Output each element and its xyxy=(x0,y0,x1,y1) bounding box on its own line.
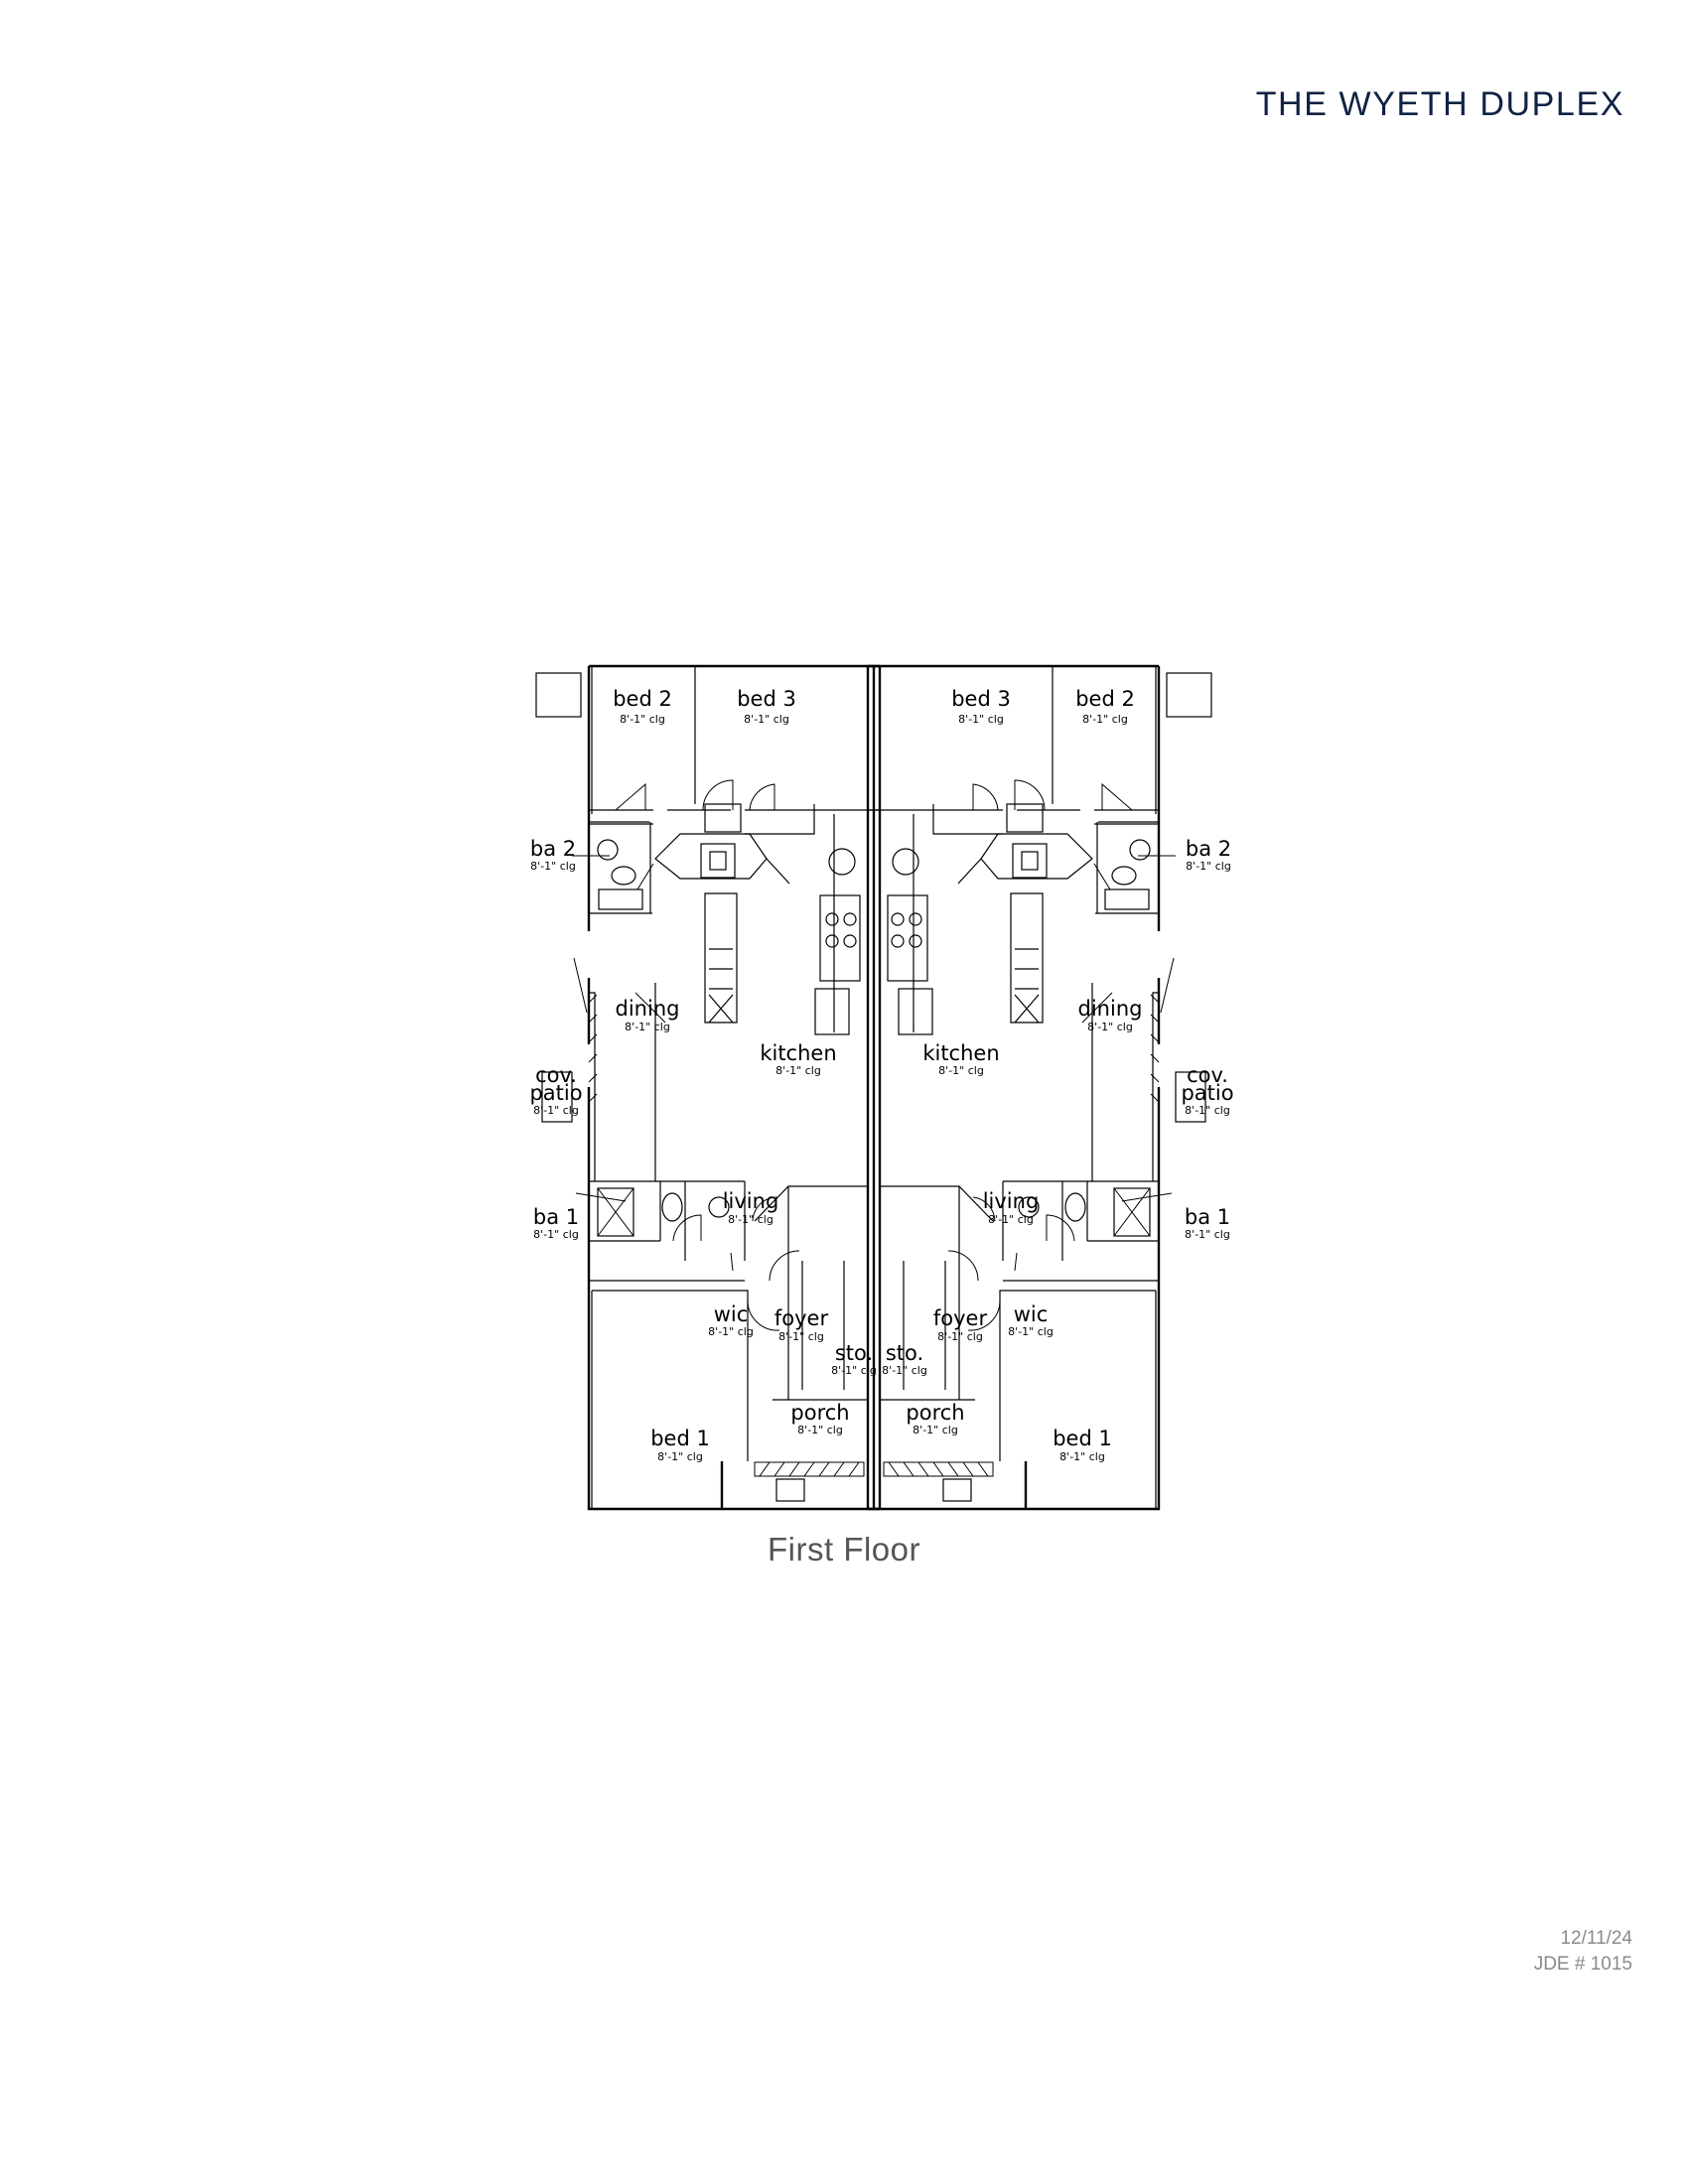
room-label-porch: porch xyxy=(790,1401,849,1425)
exterior-wall xyxy=(587,664,882,1511)
burner xyxy=(843,912,857,926)
footer-date: 12/11/24 xyxy=(1560,1928,1632,1949)
page-title: THE WYETH DUPLEX xyxy=(1255,85,1624,123)
footer-stamp: 12/11/24 JDE # 1015 xyxy=(1534,1926,1632,1978)
bathtub xyxy=(598,888,643,910)
room-label-ba-1: ba 1 xyxy=(1185,1205,1230,1229)
ceiling-note: 8'-1" clg xyxy=(882,1364,927,1377)
room-label-bed-3: bed 3 xyxy=(951,687,1011,711)
ceiling-note: 8'-1" clg xyxy=(1059,1450,1105,1463)
exterior-box xyxy=(541,1071,573,1123)
floor-plan: bed 2 8'-1" clg bed 3 8'-1" clg ba 2 8'-… xyxy=(506,645,1241,1519)
room-label-kitchen: kitchen xyxy=(760,1041,836,1065)
ceiling-note: 8'-1" clg xyxy=(530,860,576,873)
ceiling-note: 8'-1" clg xyxy=(831,1364,877,1377)
room-label-ba-1: ba 1 xyxy=(533,1205,579,1229)
room-label-cov: cov. xyxy=(535,1063,577,1087)
ceiling-note: 8'-1" clg xyxy=(988,1213,1034,1226)
plan-caption: First Floor xyxy=(768,1531,920,1568)
room-label-bed-2: bed 2 xyxy=(613,687,672,711)
range-burner xyxy=(828,848,856,876)
footer-job-number: JDE # 1015 xyxy=(1533,1954,1632,1975)
room-label-wic: wic xyxy=(714,1302,749,1326)
ceiling-note: 8'-1" clg xyxy=(1082,713,1128,726)
ceiling-note: 8'-1" clg xyxy=(1185,1228,1230,1241)
kitchen-cabinet xyxy=(704,892,738,1024)
ceiling-note: 8'-1" clg xyxy=(1185,1104,1230,1117)
foyer-wall xyxy=(754,1185,869,1401)
ceiling-note: 8'-1" clg xyxy=(775,1064,821,1077)
appliance xyxy=(704,803,742,833)
ceiling-note: 8'-1" clg xyxy=(625,1021,670,1033)
room-label-kitchen: kitchen xyxy=(922,1041,999,1065)
room-label-bed-2: bed 2 xyxy=(1075,687,1135,711)
burner xyxy=(843,934,857,948)
room-label-sto: sto. xyxy=(835,1341,873,1365)
room-label-dining: dining xyxy=(1078,997,1143,1021)
lavatory xyxy=(597,839,619,861)
ceiling-note: 8'-1" clg xyxy=(937,1330,983,1343)
shower xyxy=(597,1187,634,1237)
toilet xyxy=(611,866,636,886)
ceiling-note: 8'-1" clg xyxy=(778,1330,824,1343)
ceiling-note: 8'-1" clg xyxy=(620,713,665,726)
room-label-bed-3: bed 3 xyxy=(737,687,796,711)
room-label-sto: sto. xyxy=(886,1341,923,1365)
burner xyxy=(825,912,839,926)
hvac-pad xyxy=(535,672,582,718)
ceiling-note: 8'-1" clg xyxy=(938,1064,984,1077)
patio-wall xyxy=(589,983,656,1181)
ceiling-note: 8'-1" clg xyxy=(744,713,789,726)
room-label-ba-2: ba 2 xyxy=(1186,837,1231,861)
ceiling-note: 8'-1" clg xyxy=(657,1450,703,1463)
ceiling-note: 8'-1" clg xyxy=(913,1424,958,1436)
room-label-bed-1: bed 1 xyxy=(1053,1427,1112,1450)
patio-hatch xyxy=(588,994,598,1103)
ceiling-note: 8'-1" clg xyxy=(533,1104,579,1117)
toilet xyxy=(661,1192,683,1222)
bath-wall xyxy=(589,1180,746,1282)
lavatory xyxy=(708,1196,730,1218)
room-label-foyer: foyer xyxy=(933,1306,988,1330)
unit-left xyxy=(535,664,882,1511)
room-label-living: living xyxy=(983,1189,1040,1213)
room-label-dining: dining xyxy=(616,997,680,1021)
bed1-wall xyxy=(591,1290,749,1509)
room-label-living: living xyxy=(723,1189,779,1213)
floor-plan-drawing: bed 2 8'-1" clg bed 3 8'-1" clg ba 2 8'-… xyxy=(529,664,1234,1511)
room-label-ba-2: ba 2 xyxy=(530,837,576,861)
sink xyxy=(700,843,736,879)
ceiling-note: 8'-1" clg xyxy=(958,713,1004,726)
ceiling-note: 8'-1" clg xyxy=(1087,1021,1133,1033)
room-label-cov: cov. xyxy=(1187,1063,1228,1087)
ceiling-note: 8'-1" clg xyxy=(728,1213,774,1226)
ceiling-note: 8'-1" clg xyxy=(1186,860,1231,873)
ceiling-note: 8'-1" clg xyxy=(797,1424,843,1436)
sink-basin xyxy=(709,851,727,871)
ceiling-note: 8'-1" clg xyxy=(533,1228,579,1241)
porch-slab xyxy=(754,1461,865,1477)
burner xyxy=(825,934,839,948)
room-label-patio: patio xyxy=(1181,1081,1233,1105)
room-label-wic: wic xyxy=(1014,1302,1049,1326)
bedroom-wall xyxy=(589,666,880,914)
kitchen-island xyxy=(654,833,768,880)
room-label-bed-1: bed 1 xyxy=(650,1427,710,1450)
unit-right xyxy=(866,664,1213,1511)
kitchen-peninsula xyxy=(745,804,835,1032)
ceiling-note: 8'-1" clg xyxy=(1008,1325,1054,1338)
range xyxy=(819,894,861,982)
step xyxy=(775,1478,805,1502)
door-swing xyxy=(615,779,800,1331)
refrigerator xyxy=(814,988,850,1035)
room-label-porch: porch xyxy=(906,1401,964,1425)
room-label-patio: patio xyxy=(529,1081,582,1105)
ceiling-note: 8'-1" clg xyxy=(708,1325,754,1338)
room-label-foyer: foyer xyxy=(774,1306,829,1330)
